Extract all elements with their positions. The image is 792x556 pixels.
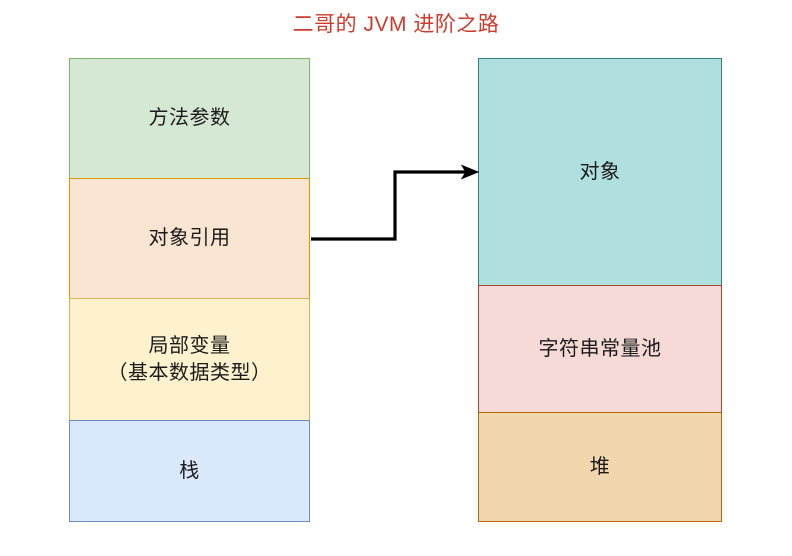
block-object-reference[interactable]: 对象引用	[69, 178, 310, 299]
block-string-constant-pool[interactable]: 字符串常量池	[478, 285, 722, 413]
block-local-variables-label: 局部变量 （基本数据类型）	[107, 334, 272, 384]
block-object-label: 对象	[579, 160, 621, 183]
block-object-reference-label: 对象引用	[148, 227, 231, 249]
stack-column: 方法参数 对象引用 局部变量 （基本数据类型） 栈	[69, 58, 310, 522]
block-method-params-label: 方法参数	[148, 107, 231, 129]
block-heap[interactable]: 堆	[478, 412, 722, 522]
block-stack[interactable]: 栈	[69, 420, 310, 522]
block-stack-label: 栈	[179, 459, 200, 482]
block-object[interactable]: 对象	[478, 58, 722, 286]
connector-line	[311, 170, 472, 241]
arrowhead-icon	[460, 164, 480, 180]
page-title: 二哥的 JVM 进阶之路	[292, 13, 500, 36]
block-method-params[interactable]: 方法参数	[69, 58, 310, 179]
block-heap-label: 堆	[589, 455, 611, 478]
connector-object-ref-to-object	[311, 164, 480, 241]
block-local-variables[interactable]: 局部变量 （基本数据类型）	[69, 298, 310, 421]
block-string-constant-pool-label: 字符串常量池	[538, 337, 662, 360]
heap-column: 对象 字符串常量池 堆	[478, 58, 722, 522]
